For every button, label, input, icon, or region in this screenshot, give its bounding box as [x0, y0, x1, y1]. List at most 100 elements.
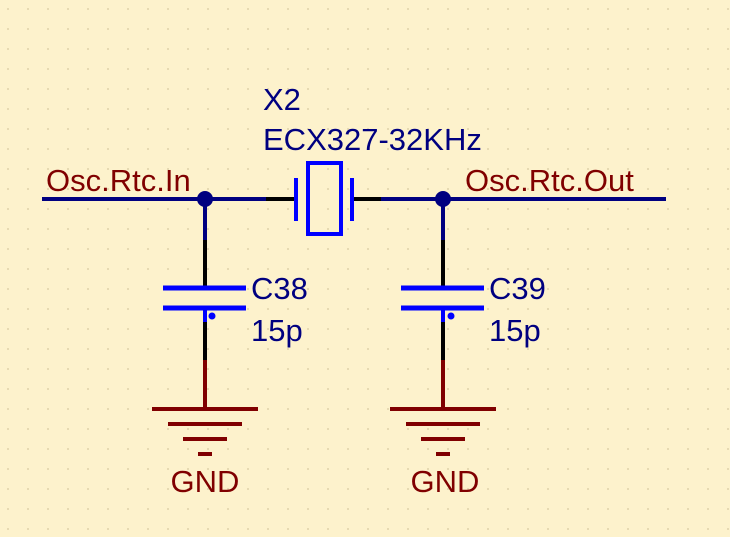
- grid-dot: [407, 468, 409, 470]
- grid-dot: [407, 188, 409, 190]
- grid-dot: [447, 488, 449, 490]
- grid-dot: [87, 368, 89, 370]
- grid-dot: [147, 288, 149, 290]
- grid-dot: [87, 248, 89, 250]
- grid-dot: [507, 128, 509, 130]
- grid-dot: [147, 8, 149, 10]
- grid-dot: [367, 48, 369, 50]
- grid-dot: [67, 28, 69, 30]
- grid-dot: [667, 168, 669, 170]
- grid-dot: [307, 288, 309, 290]
- grid-dot: [147, 508, 149, 510]
- grid-dot: [547, 168, 549, 170]
- grid-dot: [267, 28, 269, 30]
- grid-dot: [487, 508, 489, 510]
- grid-dot: [567, 248, 569, 250]
- grid-dot: [667, 428, 669, 430]
- grid-dot: [487, 348, 489, 350]
- grid-dot: [47, 508, 49, 510]
- grid-dot: [667, 8, 669, 10]
- grid-dot: [287, 168, 289, 170]
- grid-dot: [127, 508, 129, 510]
- grid-dot: [567, 488, 569, 490]
- grid-dot: [327, 468, 329, 470]
- grid-dot: [67, 268, 69, 270]
- grid-dot: [727, 328, 729, 330]
- grid-dot: [427, 228, 429, 230]
- grid-dot: [207, 88, 209, 90]
- grid-dot: [687, 308, 689, 310]
- grid-dot: [467, 128, 469, 130]
- grid-dot: [287, 448, 289, 450]
- grid-dot: [727, 528, 729, 530]
- grid-dot: [407, 148, 409, 150]
- grid-dot: [607, 468, 609, 470]
- grid-dot: [607, 208, 609, 210]
- grid-dot: [7, 368, 9, 370]
- grid-dot: [207, 48, 209, 50]
- ground-symbol-right[interactable]: [390, 360, 496, 456]
- ground-symbol-left[interactable]: [152, 360, 258, 456]
- crystal-x2[interactable]: [266, 161, 381, 236]
- capacitor-c38[interactable]: [163, 240, 246, 360]
- grid-dot: [287, 408, 289, 410]
- grid-dot: [567, 508, 569, 510]
- grid-dot: [507, 368, 509, 370]
- grid-dot: [187, 488, 189, 490]
- grid-dot: [707, 368, 709, 370]
- grid-dot: [427, 328, 429, 330]
- grid-dot: [587, 248, 589, 250]
- grid-dot: [267, 528, 269, 530]
- grid-dot: [667, 128, 669, 130]
- grid-dot: [467, 8, 469, 10]
- grid-dot: [127, 8, 129, 10]
- grid-dot: [447, 28, 449, 30]
- grid-dot: [687, 28, 689, 30]
- grid-dot: [387, 268, 389, 270]
- grid-dot: [547, 388, 549, 390]
- grid-dot: [727, 388, 729, 390]
- grid-dot: [327, 228, 329, 230]
- grid-dot: [47, 308, 49, 310]
- grid-dot: [87, 8, 89, 10]
- grid-dot: [607, 168, 609, 170]
- grid-dot: [207, 348, 209, 350]
- capacitor-c39[interactable]: [401, 240, 484, 360]
- grid-dot: [287, 228, 289, 230]
- grid-dot: [307, 88, 309, 90]
- grid-dot: [247, 8, 249, 10]
- grid-dot: [107, 468, 109, 470]
- net-label-right[interactable]: Osc.Rtc.Out: [465, 163, 634, 198]
- grid-dot: [187, 528, 189, 530]
- grid-dot: [307, 348, 309, 350]
- grid-dot: [687, 48, 689, 50]
- grid-dot: [67, 248, 69, 250]
- net-label-left[interactable]: Osc.Rtc.In: [46, 163, 191, 198]
- grid-dot: [407, 328, 409, 330]
- grid-dot: [647, 468, 649, 470]
- grid-dot: [567, 328, 569, 330]
- grid-dot: [47, 128, 49, 130]
- grid-dot: [607, 428, 609, 430]
- grid-dot: [467, 28, 469, 30]
- grid-dot: [327, 248, 329, 250]
- grid-dot: [727, 508, 729, 510]
- grid-dot: [207, 28, 209, 30]
- grid-dot: [387, 48, 389, 50]
- grid-dot: [367, 88, 369, 90]
- grid-dot: [87, 168, 89, 170]
- grid-dot: [527, 68, 529, 70]
- grid-dot: [587, 268, 589, 270]
- grid-dot: [207, 108, 209, 110]
- grid-dot: [707, 168, 709, 170]
- grid-dot: [467, 208, 469, 210]
- grid-dot: [447, 48, 449, 50]
- grid-dot: [347, 28, 349, 30]
- grid-dot: [27, 88, 29, 90]
- grid-dot: [587, 468, 589, 470]
- grid-dot: [527, 108, 529, 110]
- grid-dot: [347, 248, 349, 250]
- grid-dot: [587, 168, 589, 170]
- grid-dot: [347, 108, 349, 110]
- grid-dot: [527, 168, 529, 170]
